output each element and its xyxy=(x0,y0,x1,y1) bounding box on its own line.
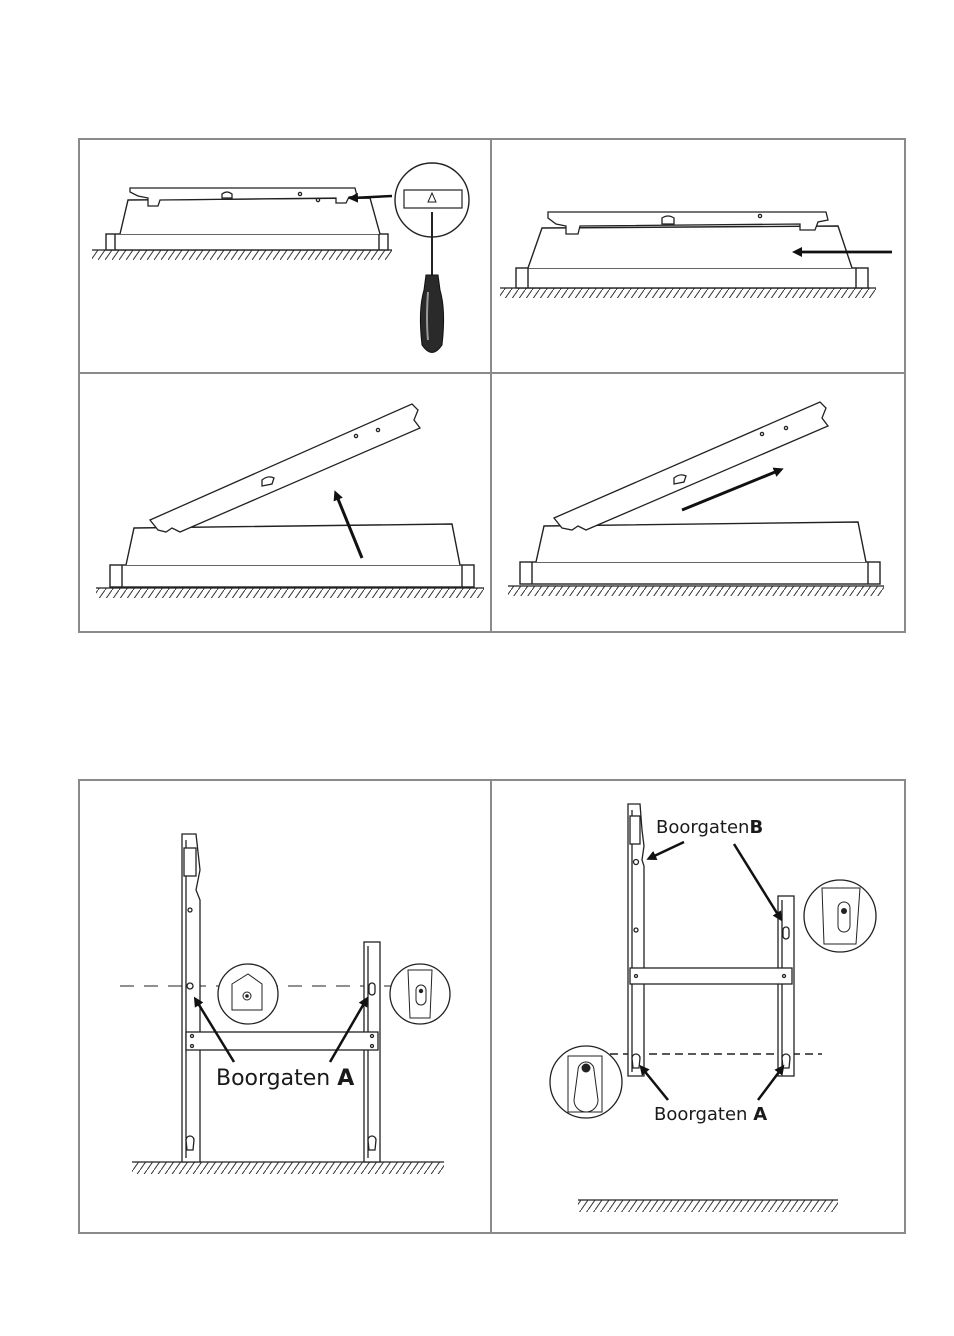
floor-hatch xyxy=(508,586,884,596)
drill-holes-a-label: Boorgaten A xyxy=(216,1066,354,1091)
detail-magnifier-left xyxy=(218,964,278,1024)
wall-bracket-tilted xyxy=(554,402,828,530)
heater-body xyxy=(516,226,868,288)
drill-holes-a-label-prefix: Boorgaten xyxy=(216,1066,330,1091)
arrow-to-hole xyxy=(330,1000,366,1062)
floor-hatch xyxy=(96,588,484,598)
bracket-right-post xyxy=(364,942,380,1162)
arrow-to-hole-a xyxy=(758,1068,782,1100)
drill-holes-b-label: BoorgatenB xyxy=(656,817,763,838)
drill-holes-b-label-suffix: B xyxy=(749,817,763,838)
arrow-to-hole-b xyxy=(734,844,780,918)
drill-holes-a-figure xyxy=(120,834,450,1174)
floor-hatch xyxy=(500,288,876,298)
drill-holes-a2-label-suffix: A xyxy=(753,1104,767,1125)
wall-bracket-tilted xyxy=(150,404,420,532)
drill-holes-ab-figure xyxy=(550,804,876,1212)
arrow-left xyxy=(352,196,392,198)
floor-hatch xyxy=(92,250,392,260)
step-lift-bracket xyxy=(96,404,484,598)
detail-magnifier-b xyxy=(804,880,876,952)
crossbar xyxy=(630,968,792,984)
detail-magnifier-a xyxy=(550,1046,622,1118)
crossbar xyxy=(186,1032,378,1050)
heater-body xyxy=(110,524,474,587)
bracket-left-post xyxy=(628,804,644,1076)
step-release-bracket xyxy=(92,163,469,353)
drill-holes-a-label-suffix: A xyxy=(337,1066,354,1091)
drill-holes-a2-label-prefix: Boorgaten xyxy=(654,1104,747,1125)
floor-hatch xyxy=(132,1162,444,1174)
heater-body xyxy=(520,522,880,584)
drill-holes-a2-label: Boorgaten A xyxy=(654,1104,767,1125)
bracket-left-post xyxy=(182,834,200,1162)
bracket-right-post xyxy=(778,896,794,1076)
floor-hatch xyxy=(578,1200,838,1212)
step-slide-bracket xyxy=(500,212,892,298)
detail-magnifier-right xyxy=(390,964,450,1024)
arrow-to-hole-a xyxy=(642,1068,668,1100)
drill-holes-b-label-prefix: Boorgaten xyxy=(656,817,749,838)
arrow-to-hole-b xyxy=(650,842,684,858)
step-remove-bracket xyxy=(508,402,884,596)
